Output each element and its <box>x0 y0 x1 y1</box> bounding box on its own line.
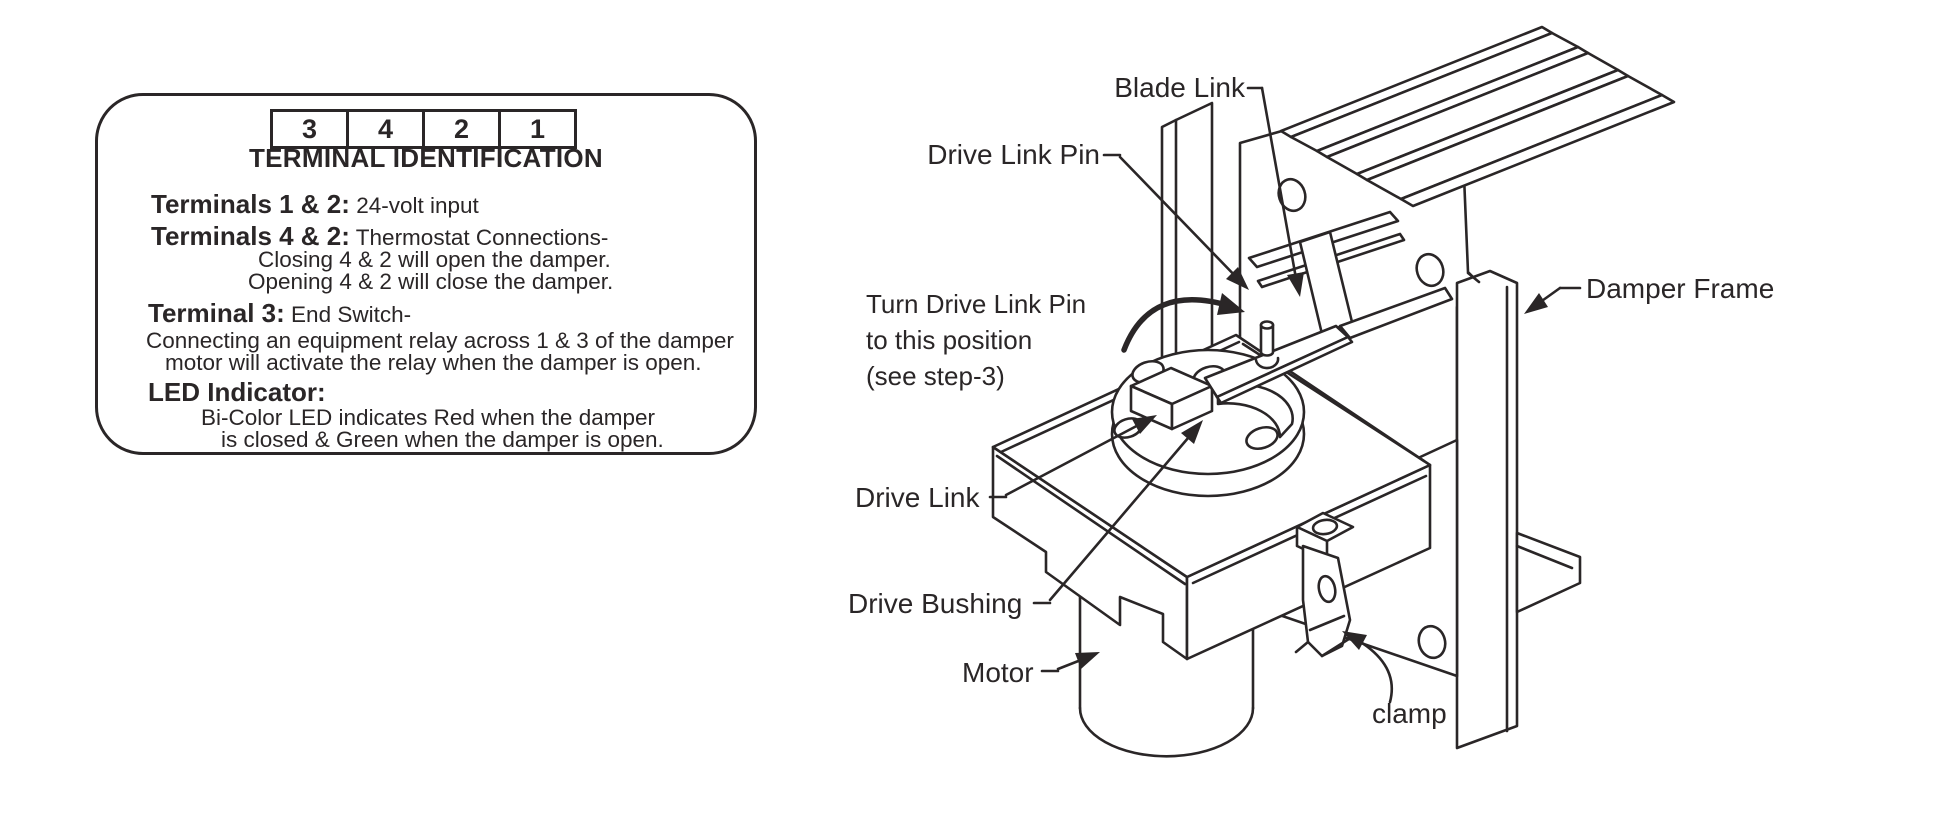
terminal-cell-1-value: 1 <box>529 113 546 144</box>
drive-link-extension <box>1338 286 1454 340</box>
hub-hole-3 <box>1245 425 1279 451</box>
terminal-3-line: Terminal 3: End Switch- <box>148 299 411 328</box>
terminals-4-2-line: Terminals 4 & 2: Thermostat Connections- <box>151 222 608 251</box>
leader-lines <box>988 86 1582 704</box>
terminal-3-detail-2: motor will activate the relay when the d… <box>165 350 702 375</box>
frame-side-tab <box>1515 531 1582 614</box>
turn-note-line-1: Turn Drive Link Pin <box>866 289 1086 319</box>
drive-link-assembly <box>1129 286 1454 439</box>
turn-note-line-2: to this position <box>866 325 1032 355</box>
terminal-cell-3: 3 <box>270 109 349 149</box>
drive-link-pin-top <box>1259 320 1275 330</box>
frame-hole-bottom <box>1417 624 1447 660</box>
rotation-arrow <box>1121 293 1245 353</box>
terminal-cell-2-value: 2 <box>453 113 470 144</box>
blade-link-label: Blade Link <box>1114 72 1246 103</box>
support-strip <box>1160 101 1214 398</box>
terminal-3-text: End Switch- <box>291 302 412 327</box>
terminals-1-2-label: Terminals 1 & 2: <box>151 189 350 219</box>
led-indicator-label: LED Indicator: <box>148 377 326 407</box>
led-indicator-detail-2: is closed & Green when the damper is ope… <box>221 427 664 452</box>
clamp-bracket <box>1294 511 1355 658</box>
terminal-3-detail-1: Connecting an equipment relay across 1 &… <box>146 328 734 353</box>
terminals-4-2-label: Terminals 4 & 2: <box>151 221 350 251</box>
blade-link-leader <box>1246 86 1304 297</box>
terminal-cell-1: 1 <box>498 109 577 149</box>
clamp-label: clamp <box>1372 698 1447 729</box>
terminals-4-2-detail-1: Closing 4 & 2 will open the damper. <box>258 247 611 272</box>
terminal-cell-3-value: 3 <box>301 113 318 144</box>
terminal-cell-4-value: 4 <box>377 113 394 144</box>
damper-blade <box>1279 25 1676 208</box>
terminals-4-2-detail-2: Opening 4 & 2 will close the damper. <box>248 269 614 294</box>
turn-note-line-3: (see step-3) <box>866 361 1005 391</box>
damper-frame-leader <box>1524 286 1582 314</box>
diagram-labels: Blade Link Drive Link Pin Turn Drive Lin… <box>848 72 1774 729</box>
terminal-identification-title: TERMINAL IDENTIFICATION <box>248 143 604 173</box>
terminal-strip: 3 4 2 1 <box>270 109 577 149</box>
led-indicator-detail-1: Bi-Color LED indicates Red when the damp… <box>201 405 655 430</box>
terminal-3-label: Terminal 3: <box>148 298 285 328</box>
terminals-1-2-line: Terminals 1 & 2: 24-volt input <box>151 190 479 219</box>
terminals-4-2-text: Thermostat Connections- <box>355 225 609 250</box>
terminal-identification-box: 3 4 2 1 TERMINAL IDENTIFICATION Terminal… <box>95 93 757 455</box>
drive-link-label: Drive Link <box>855 482 980 513</box>
drive-link-pin-label: Drive Link Pin <box>927 139 1100 170</box>
motor-leader <box>1040 652 1100 673</box>
terminals-1-2-text: 24-volt input <box>356 193 479 218</box>
drive-bushing-leader <box>1032 420 1203 605</box>
frame-hole-lower <box>1415 252 1445 288</box>
damper-frame-label: Damper Frame <box>1586 273 1774 304</box>
damper-frame-flange <box>1455 269 1582 750</box>
drive-link-block-right <box>1170 384 1214 431</box>
drive-link-pin-leader <box>1102 153 1249 290</box>
clamp-hole-top <box>1311 518 1339 536</box>
led-indicator-line: LED Indicator: <box>148 378 326 407</box>
clamp-hole-front <box>1317 574 1337 604</box>
clamp-leader <box>1342 631 1394 704</box>
drive-link-leader <box>988 415 1157 499</box>
drive-link-pin-body <box>1259 323 1275 357</box>
terminal-cell-2: 2 <box>422 109 501 149</box>
motor-label: Motor <box>962 657 1034 688</box>
frame-hole-upper <box>1277 177 1307 213</box>
drive-bushing-label: Drive Bushing <box>848 588 1022 619</box>
